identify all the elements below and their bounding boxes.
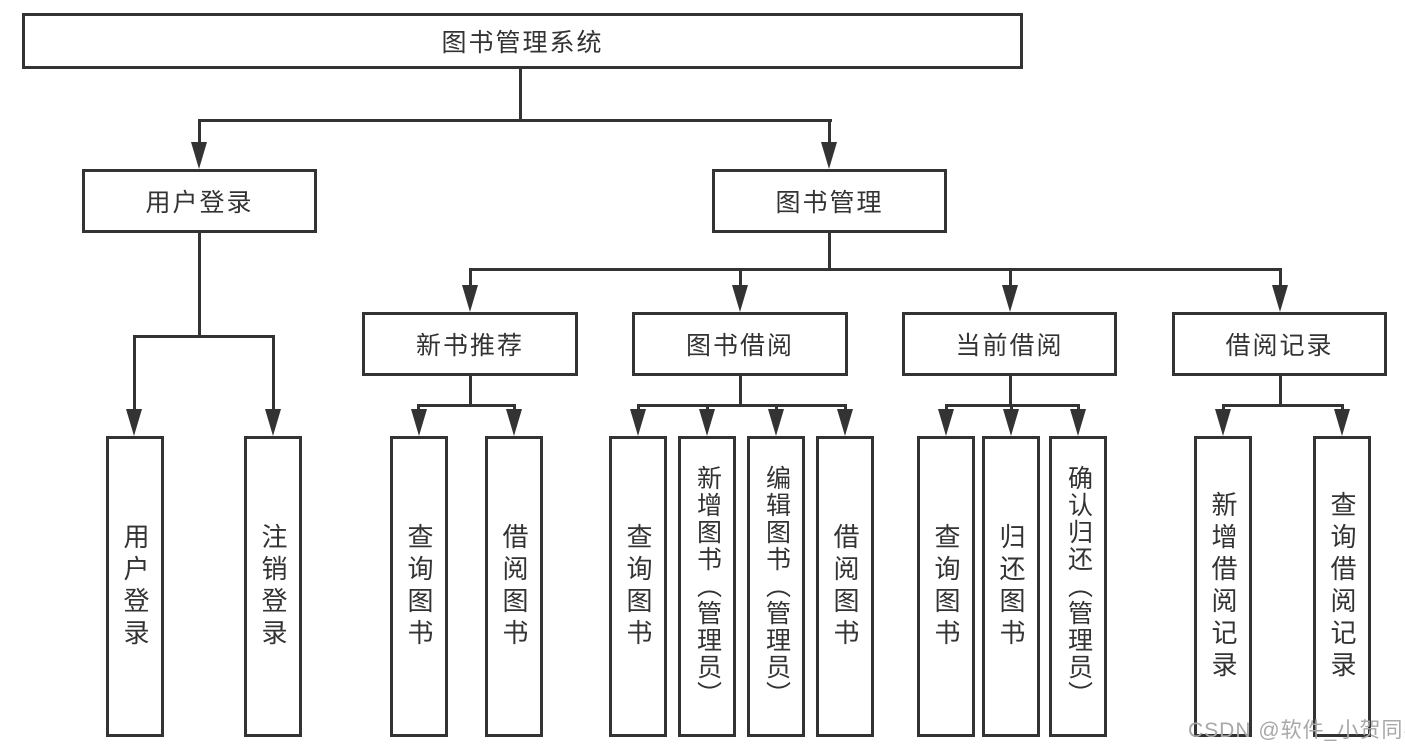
leaf-borrow-books: 借阅图书 xyxy=(816,436,874,737)
node-user-login: 用户登录 xyxy=(82,169,317,233)
connector-line xyxy=(272,335,275,413)
connector-line xyxy=(739,268,742,290)
connector-line xyxy=(469,268,472,290)
node-label: 图书借阅 xyxy=(685,332,794,360)
leaf-confirm-return-admin: 确认归还（管理员） xyxy=(1049,436,1107,737)
leaf-query-books-current: 查询图书 xyxy=(917,436,975,737)
arrow-down-icon xyxy=(1215,409,1231,436)
connector-line xyxy=(1009,268,1012,290)
leaf-user-login: 用户登录 xyxy=(106,436,164,737)
leaf-label: 归还图书 xyxy=(996,522,1026,651)
leaf-label: 查询借阅记录 xyxy=(1327,490,1357,683)
arrow-down-icon xyxy=(821,142,837,169)
leaf-query-books-borrowing: 查询图书 xyxy=(609,436,667,737)
leaf-label: 新增借阅记录 xyxy=(1208,490,1238,683)
connector-line xyxy=(1222,404,1344,407)
arrow-down-icon xyxy=(1002,285,1018,312)
connector-line xyxy=(828,233,831,270)
connector-line xyxy=(469,376,472,406)
leaf-label: 确认归还（管理员） xyxy=(1064,465,1093,708)
leaf-add-books-admin: 新增图书（管理员） xyxy=(678,436,736,737)
leaf-logout: 注销登录 xyxy=(244,436,302,737)
node-book-borrowing: 图书借阅 xyxy=(632,312,848,376)
arrow-down-icon xyxy=(1272,285,1288,312)
arrow-down-icon xyxy=(837,409,853,436)
arrow-down-icon xyxy=(191,142,207,169)
node-label: 图书管理 xyxy=(775,189,884,217)
leaf-edit-books-admin: 编辑图书（管理员） xyxy=(747,436,805,737)
arrow-down-icon xyxy=(1003,409,1019,436)
connector-line xyxy=(519,69,522,121)
leaf-label: 借阅图书 xyxy=(830,522,860,651)
connector-line xyxy=(637,404,847,407)
node-label: 当前借阅 xyxy=(955,332,1064,360)
leaf-label: 查询图书 xyxy=(931,522,961,651)
node-label: 用户登录 xyxy=(145,189,254,217)
leaf-borrow-books-recommend: 借阅图书 xyxy=(485,436,543,737)
connector-line xyxy=(133,335,136,413)
node-library-management-system: 图书管理系统 xyxy=(22,13,1023,69)
connector-line xyxy=(198,119,832,122)
connector-line xyxy=(417,404,516,407)
node-label: 图书管理系统 xyxy=(441,29,604,57)
leaf-label: 借阅图书 xyxy=(499,522,529,651)
arrow-down-icon xyxy=(1334,409,1350,436)
arrow-down-icon xyxy=(126,409,142,436)
arrow-down-icon xyxy=(265,409,281,436)
watermark-text: CSDN @软件_小贺同学 xyxy=(1188,719,1405,742)
arrow-down-icon xyxy=(699,409,715,436)
connector-line xyxy=(1009,376,1012,406)
arrow-down-icon xyxy=(768,409,784,436)
node-book-management: 图书管理 xyxy=(712,169,947,233)
arrow-down-icon xyxy=(411,409,427,436)
arrow-down-icon xyxy=(938,409,954,436)
node-label: 新书推荐 xyxy=(415,332,524,360)
arrow-down-icon xyxy=(630,409,646,436)
connector-line xyxy=(828,119,831,147)
node-current-borrowing: 当前借阅 xyxy=(902,312,1117,376)
node-label: 借阅记录 xyxy=(1225,332,1334,360)
leaf-return-books: 归还图书 xyxy=(982,436,1040,737)
connector-line xyxy=(1279,268,1282,290)
connector-line xyxy=(198,119,201,147)
arrow-down-icon xyxy=(506,409,522,436)
leaf-query-borrow-record: 查询借阅记录 xyxy=(1313,436,1371,737)
node-new-book-recommendation: 新书推荐 xyxy=(362,312,578,376)
connector-line xyxy=(1279,376,1282,406)
connector-line xyxy=(739,376,742,406)
node-borrowing-records: 借阅记录 xyxy=(1172,312,1387,376)
leaf-add-borrow-record: 新增借阅记录 xyxy=(1194,436,1252,737)
leaf-label: 编辑图书（管理员） xyxy=(762,465,791,708)
leaf-label: 查询图书 xyxy=(623,522,653,651)
connector-line xyxy=(133,335,275,338)
arrow-down-icon xyxy=(1070,409,1086,436)
leaf-label: 注销登录 xyxy=(258,522,288,651)
arrow-down-icon xyxy=(732,285,748,312)
leaf-label: 新增图书（管理员） xyxy=(693,465,722,708)
leaf-label: 查询图书 xyxy=(404,522,434,651)
connector-line xyxy=(198,233,201,337)
connector-line xyxy=(469,268,1282,271)
leaf-label: 用户登录 xyxy=(120,522,150,651)
leaf-query-books-recommend: 查询图书 xyxy=(390,436,448,737)
arrow-down-icon xyxy=(462,285,478,312)
